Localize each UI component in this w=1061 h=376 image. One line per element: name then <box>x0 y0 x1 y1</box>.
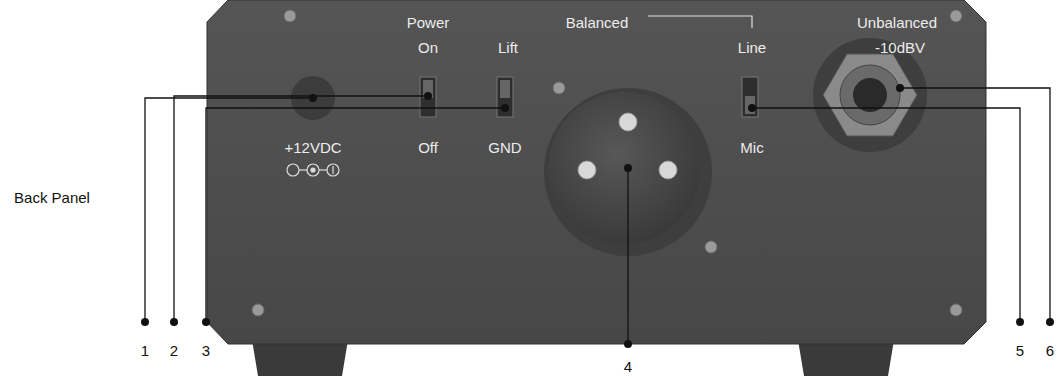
polarity-symbol <box>287 164 339 176</box>
xlr-pin <box>578 113 677 179</box>
jack-collar <box>840 65 900 125</box>
callout-number: 2 <box>170 343 178 358</box>
jack-socket <box>853 78 887 112</box>
leader-line <box>145 88 1050 342</box>
panel-legend: Off <box>418 140 438 155</box>
panel-legend: Unbalanced <box>857 15 937 30</box>
foot <box>798 340 894 376</box>
leader-dot <box>141 84 1054 348</box>
panel-legend: Line <box>738 40 766 55</box>
foot <box>252 340 348 376</box>
panel-legend: +12VDC <box>284 140 341 155</box>
panel-title: Back Panel <box>14 190 90 205</box>
panel-legend: GND <box>488 140 521 155</box>
panel-legend: On <box>418 40 438 55</box>
panel-legend: -10dBV <box>875 40 925 55</box>
back-panel <box>207 0 986 344</box>
jack-nut <box>823 54 917 136</box>
group-bracket <box>648 16 752 28</box>
panel-legend: Lift <box>498 40 518 55</box>
panel-legend: Power <box>407 15 450 30</box>
panel-legend: Balanced <box>566 15 629 30</box>
callout-number: 6 <box>1046 343 1054 358</box>
callout-number: 3 <box>202 343 210 358</box>
callout-number: 1 <box>141 343 149 358</box>
callout-number: 5 <box>1016 343 1024 358</box>
panel-legend: Mic <box>740 140 763 155</box>
dc-pin <box>310 95 316 101</box>
panel-face: Power Balanced UnbalancedOn Lift Line -10dBV +… <box>207 0 986 344</box>
callout-number: 4 <box>624 359 632 374</box>
xlr-connector <box>548 92 700 244</box>
screw <box>252 10 962 316</box>
jack-mount <box>813 38 927 152</box>
